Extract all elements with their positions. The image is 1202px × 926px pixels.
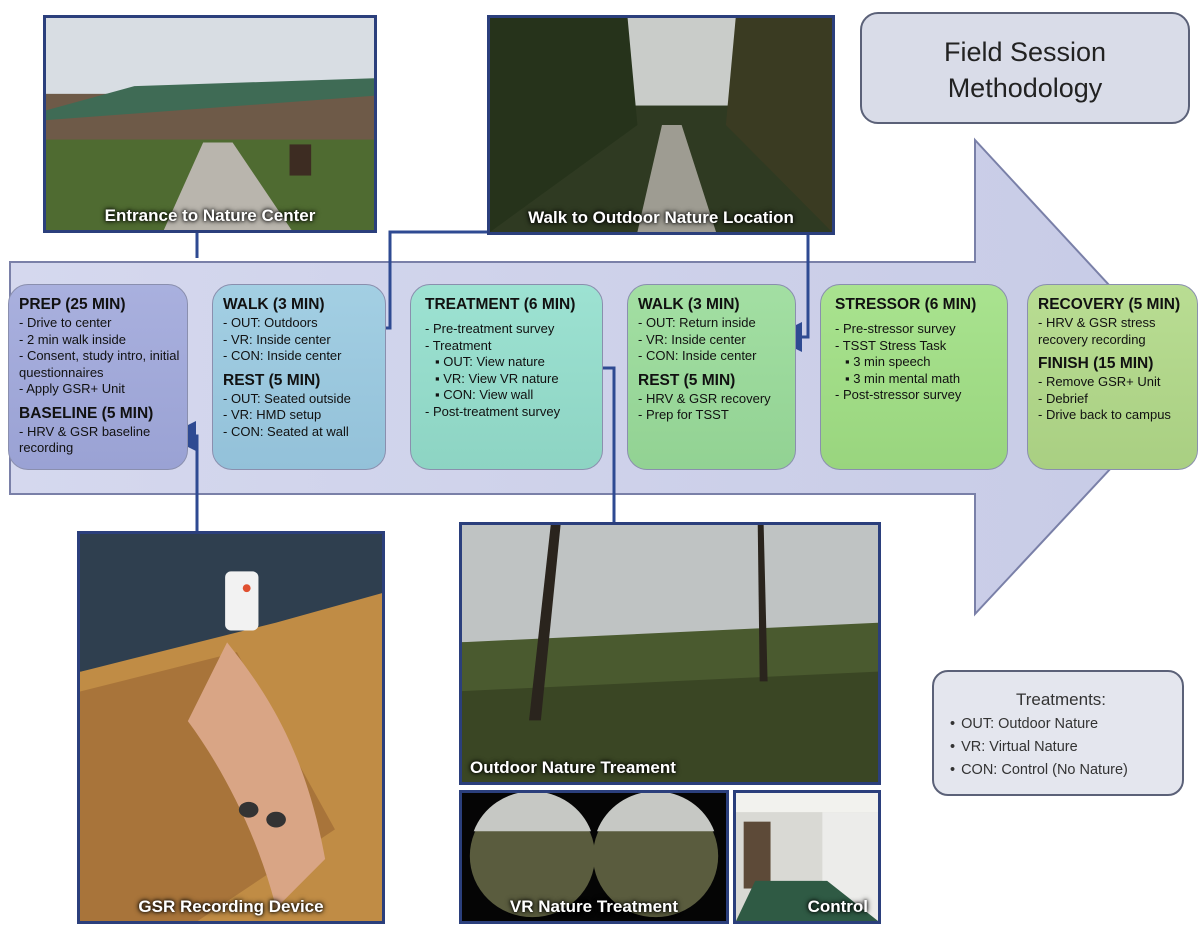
stage-heading: RECOVERY (5 MIN) bbox=[1038, 296, 1181, 313]
stage-item: - CON: Seated at wall bbox=[223, 423, 349, 439]
stage-item: - Pre-stressor survey bbox=[835, 321, 956, 336]
stage-item: - Post-stressor survey bbox=[835, 387, 962, 402]
stage-recovery-finish: RECOVERY (5 MIN) - HRV & GSR stress reco… bbox=[1027, 284, 1198, 470]
walk-image bbox=[490, 18, 832, 232]
stage-item: - HRV & GSR baseline recording bbox=[19, 423, 151, 456]
stage-heading-2: FINISH (15 MIN) bbox=[1038, 355, 1154, 372]
control-photo: Control bbox=[733, 790, 881, 924]
vr-treatment-image bbox=[462, 793, 726, 921]
stage-subitem: ▪ 3 min speech bbox=[845, 354, 931, 369]
stage-item: - VR: HMD setup bbox=[223, 407, 322, 422]
stage-heading: TREATMENT (6 MIN) bbox=[425, 296, 576, 313]
stage-heading-2: REST (5 MIN) bbox=[638, 371, 736, 389]
stage-heading-2: BASELINE (5 MIN) bbox=[19, 404, 154, 422]
walk-caption: Walk to Outdoor Nature Location bbox=[528, 208, 794, 227]
stage-item: - HRV & GSR stress recovery recording bbox=[1038, 315, 1156, 347]
diagram-title: Field Session Methodology bbox=[860, 12, 1190, 124]
title-line-2: Methodology bbox=[947, 73, 1103, 103]
vr-treatment-photo: VR Nature Treatment bbox=[459, 790, 729, 924]
stage-heading-2: REST (5 MIN) bbox=[223, 371, 321, 389]
stage-treatment: TREATMENT (6 MIN) - Pre-treatment survey… bbox=[410, 284, 603, 470]
stage-item: - Debrief bbox=[1038, 390, 1088, 406]
gsr-photo: GSR Recording Device bbox=[77, 531, 385, 924]
stage-item: - Treatment bbox=[425, 337, 492, 353]
stage-item: - Pre-treatment survey bbox=[425, 321, 555, 336]
stage-item: - OUT: Seated outside bbox=[223, 390, 351, 406]
stage-heading: PREP (25 MIN) bbox=[19, 296, 126, 313]
title-line-1: Field Session bbox=[943, 37, 1107, 67]
stage-item: - VR: Inside center bbox=[223, 331, 331, 347]
stage-item: - Drive to center bbox=[19, 315, 112, 330]
stage-stressor: STRESSOR (6 MIN) - Pre-stressor survey -… bbox=[820, 284, 1008, 470]
legend-heading: Treatments: bbox=[1015, 690, 1107, 709]
stage-heading: WALK (3 MIN) bbox=[638, 296, 740, 313]
stage-item: - 2 min walk inside bbox=[19, 331, 126, 347]
stage-item: - Post-treatment survey bbox=[425, 403, 561, 419]
stage-item: - HRV & GSR recovery bbox=[638, 390, 771, 406]
control-caption: Control bbox=[807, 897, 868, 916]
entrance-caption: Entrance to Nature Center bbox=[104, 206, 316, 225]
stage-item: - VR: Inside center bbox=[638, 331, 746, 347]
stage-item: - CON: Inside center bbox=[638, 348, 757, 363]
outdoor-treatment-image bbox=[462, 525, 878, 782]
entrance-photo: Entrance to Nature Center bbox=[43, 15, 377, 233]
stage-item: - CON: Inside center bbox=[223, 348, 342, 363]
legend-item-out: OUT: Outdoor Nature bbox=[950, 713, 1172, 736]
gsr-caption: GSR Recording Device bbox=[138, 897, 324, 916]
stage-subitem: ▪ 3 min mental math bbox=[845, 370, 961, 386]
stage-heading: STRESSOR (6 MIN) bbox=[835, 296, 977, 313]
treatments-legend: Treatments: OUT: Outdoor Nature VR: Virt… bbox=[932, 670, 1184, 796]
stage-subitem: ▪ CON: View wall bbox=[435, 387, 534, 402]
stage-item: - OUT: Return inside bbox=[638, 315, 756, 330]
stage-heading: WALK (3 MIN) bbox=[223, 296, 325, 313]
stage-item: - OUT: Outdoors bbox=[223, 315, 318, 330]
stage-item: - TSST Stress Task bbox=[835, 337, 947, 353]
stage-prep-baseline: PREP (25 MIN) - Drive to center - 2 min … bbox=[8, 284, 188, 470]
stage-walk-rest-1: WALK (3 MIN) - OUT: Outdoors - VR: Insid… bbox=[212, 284, 386, 470]
stage-subitem: ▪ OUT: View nature bbox=[435, 354, 545, 369]
legend-item-vr: VR: Virtual Nature bbox=[950, 736, 1172, 759]
stage-subitem: ▪ VR: View VR nature bbox=[435, 370, 559, 386]
control-image bbox=[736, 793, 878, 921]
stage-item: - Apply GSR+ Unit bbox=[19, 381, 125, 396]
outdoor-treatment-photo: Outdoor Nature Treament bbox=[459, 522, 881, 785]
vr-treatment-caption: VR Nature Treatment bbox=[509, 897, 679, 916]
stage-item: - Consent, study intro, initial question… bbox=[19, 348, 180, 380]
walk-photo: Walk to Outdoor Nature Location bbox=[487, 15, 835, 235]
gsr-image bbox=[80, 534, 382, 921]
legend-item-con: CON: Control (No Nature) bbox=[950, 759, 1172, 782]
entrance-image bbox=[46, 18, 374, 230]
stage-item: - Remove GSR+ Unit bbox=[1038, 374, 1161, 389]
outdoor-treatment-caption: Outdoor Nature Treament bbox=[470, 758, 676, 777]
stage-item: - Prep for TSST bbox=[638, 407, 729, 422]
stage-item: - Drive back to campus bbox=[1038, 407, 1171, 422]
stage-walk-rest-2: WALK (3 MIN) - OUT: Return inside - VR: … bbox=[627, 284, 796, 470]
